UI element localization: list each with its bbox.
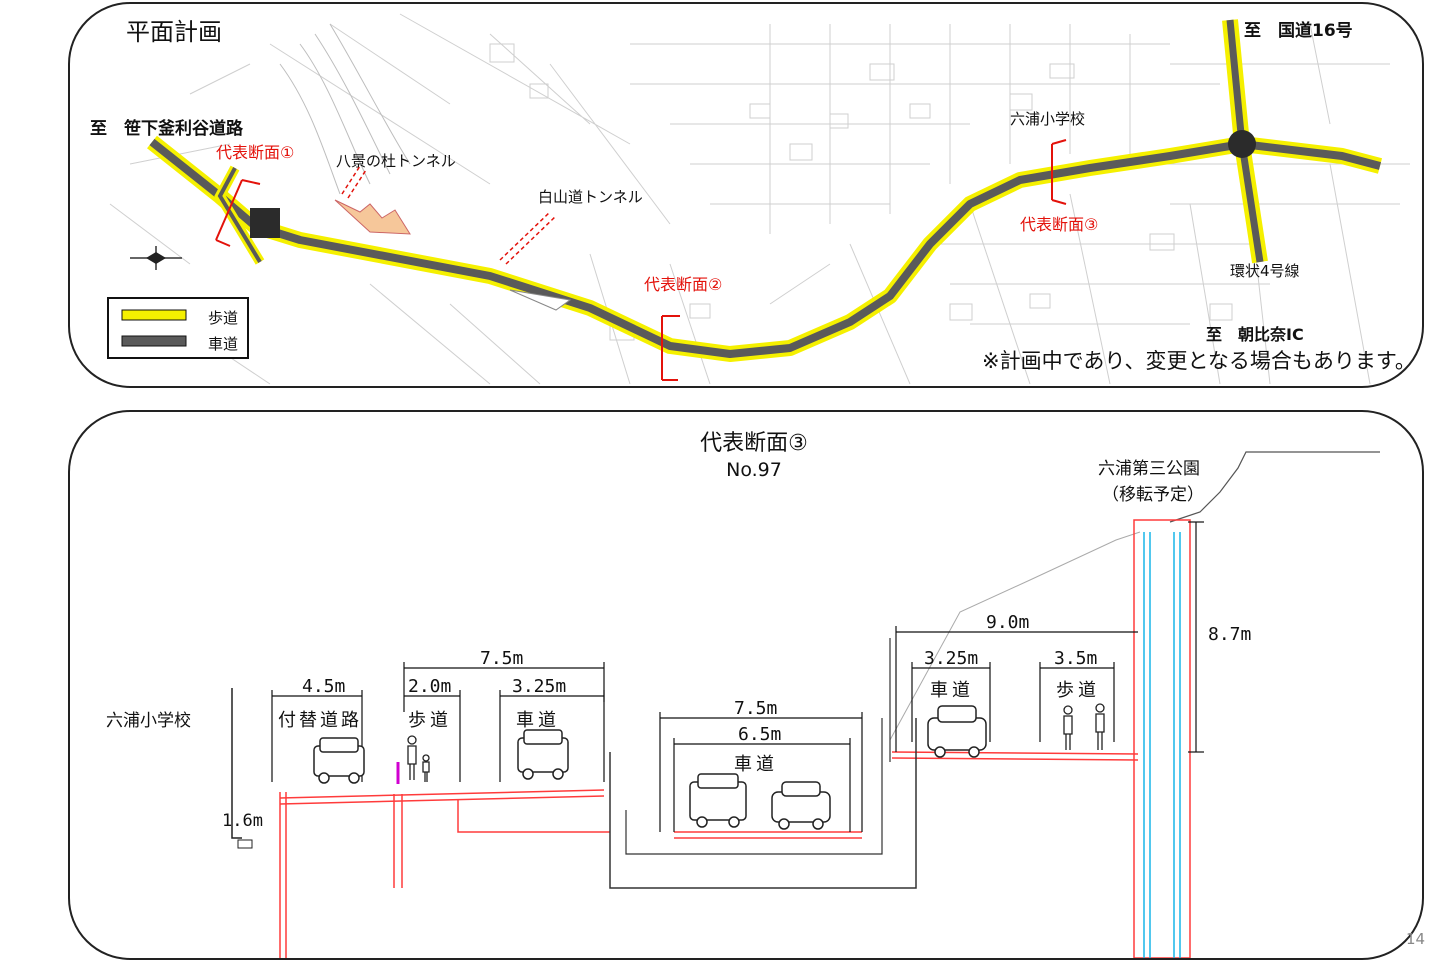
label-section2: 代表断面② xyxy=(644,275,722,294)
label-detour: 付替道路 xyxy=(278,710,362,731)
roadway-band xyxy=(149,138,1382,358)
plan-panel: 平面計画 至 笹下釜利谷道路 代表断面① 八景の杜トンネル 白山道トンネル 代表… xyxy=(68,2,1424,388)
dim-8-7: 8.7m xyxy=(1208,624,1251,645)
park-slope xyxy=(1169,451,1380,523)
west-cross-street-roadway xyxy=(217,167,262,264)
dim-2-0: 2.0m xyxy=(408,676,451,697)
label-roadway-a: 車道 xyxy=(516,710,560,731)
cross-section-drawing: 代表断面③ No.97 六浦小学校 1.6m xyxy=(106,431,1380,958)
legend: 歩道 車道 xyxy=(107,297,249,359)
park-note: （移転予定） xyxy=(1102,485,1204,505)
section1-marker xyxy=(215,179,261,247)
section2-marker xyxy=(661,315,680,381)
label-tunnel-hakusan: 白山道トンネル xyxy=(538,188,643,206)
dimension-lines xyxy=(271,521,1204,832)
dim-9-0: 9.0m xyxy=(986,612,1029,633)
cyan-pile xyxy=(1143,532,1181,958)
label-sidewalk-c: 歩道 xyxy=(1056,680,1100,701)
dim-7-5-b: 7.5m xyxy=(734,698,777,719)
median-island xyxy=(509,289,572,311)
dim-6-5: 6.5m xyxy=(738,724,781,745)
structures xyxy=(279,519,1191,958)
plan-note: ※計画中であり、変更となる場合もあります。 xyxy=(982,349,1416,373)
label-roadway-c: 車道 xyxy=(930,680,974,701)
east-intersection xyxy=(1228,130,1256,158)
planned-road xyxy=(147,19,1383,362)
terrain-line xyxy=(889,531,1141,741)
dim-3-5: 3.5m xyxy=(1054,648,1097,669)
car-icon xyxy=(927,705,987,758)
pedestrian-icon xyxy=(407,703,1105,782)
tunnel-hakusan-leader-2 xyxy=(505,215,557,265)
dim-1-6: 1.6m xyxy=(222,811,263,831)
plan-map: 平面計画 至 笹下釜利谷道路 代表断面① 八景の杜トンネル 白山道トンネル 代表… xyxy=(90,13,1416,385)
dim-7-5-a: 7.5m xyxy=(480,648,523,669)
tunnel-hatch-area xyxy=(334,199,411,235)
legend-roadway-swatch xyxy=(121,335,187,347)
school-footing xyxy=(237,839,253,849)
label-sidewalk-a: 歩道 xyxy=(408,710,452,731)
tunnel-hakkei-leader-2 xyxy=(347,169,367,199)
section3-marker xyxy=(1051,139,1067,205)
label-to-asahina: 至 朝比奈IC xyxy=(1206,325,1304,344)
section-title: 代表断面③ xyxy=(700,431,808,456)
label-to-route16: 至 国道16号 xyxy=(1244,20,1353,41)
page-number: 14 xyxy=(1406,930,1426,948)
plan-title: 平面計画 xyxy=(126,18,222,46)
dim-4-5: 4.5m xyxy=(302,676,345,697)
label-section3: 代表断面③ xyxy=(1020,215,1098,234)
section-panel: 代表断面③ No.97 六浦小学校 1.6m xyxy=(68,410,1424,960)
label-tunnel-hakkei: 八景の杜トンネル xyxy=(336,152,456,170)
car-icon xyxy=(771,781,831,830)
car-icon xyxy=(313,737,365,784)
dim-3-25-b: 3.25m xyxy=(924,648,978,669)
tunnel-hakusan-leader xyxy=(499,211,551,261)
label-to-sasage: 至 笹下釜利谷道路 xyxy=(90,118,244,139)
tunnel-hakkei-leader xyxy=(341,165,361,195)
legend-sidewalk-label: 歩道 xyxy=(208,309,238,327)
west-intersection xyxy=(250,208,280,238)
car-icon xyxy=(517,729,569,780)
central-trench xyxy=(609,718,917,889)
label-school: 六浦小学校 xyxy=(1010,110,1085,128)
contour-lines xyxy=(279,23,411,195)
dim-3-25-a: 3.25m xyxy=(512,676,566,697)
legend-roadway-label: 車道 xyxy=(208,335,238,353)
legend-sidewalk-swatch xyxy=(121,309,187,321)
central-trench-inner xyxy=(625,718,883,855)
north-arrow-icon xyxy=(130,246,182,270)
label-ring4: 環状4号線 xyxy=(1230,262,1300,280)
school-wall xyxy=(231,688,242,839)
park-name: 六浦第三公園 xyxy=(1098,459,1200,479)
section-station: No.97 xyxy=(726,459,782,481)
label-section1: 代表断面① xyxy=(216,143,294,162)
label-roadway-b: 車道 xyxy=(734,754,778,775)
car-icon xyxy=(689,773,747,828)
school-label: 六浦小学校 xyxy=(106,711,191,731)
